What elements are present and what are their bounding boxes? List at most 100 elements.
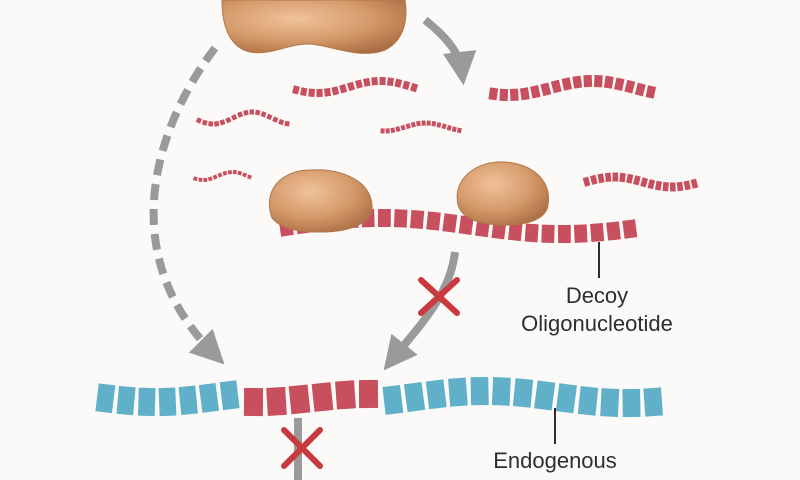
strand-segment [323,87,332,97]
strand-segment [512,378,534,408]
strand-segment [266,386,287,416]
strand-segment [371,76,379,86]
strand-segment [573,224,588,243]
strand-segment [193,176,198,182]
strand-segment [425,379,447,410]
strand-segment [260,111,267,118]
strand-segment [203,177,208,183]
strand-segment [254,109,261,116]
strand-segment [237,170,243,176]
strand-segment [606,221,621,241]
strand-segment [346,81,356,92]
strand-segment [266,113,273,121]
strand-segment [195,117,203,124]
decoy-label-line2: Oligonucleotide [521,311,673,336]
strand-segment [534,380,556,411]
strand-segment [410,121,416,128]
arrow-top-right [422,16,477,86]
decoy-label: Decoy Oligonucleotide [512,282,682,338]
strand-segment [380,128,385,134]
strand-segment [405,123,411,130]
strand-segment [451,126,457,133]
strand-segment [530,85,541,99]
strand-segment [212,174,218,180]
strand-segment [519,87,530,101]
strand-segment [583,74,593,88]
decoy-oligo-4 [380,120,462,134]
protein-bound-right [456,161,549,226]
decoy-oligo-1 [291,76,419,98]
decoy-oligo-6 [582,172,699,192]
strand-segment [382,384,404,415]
strand-segment [654,180,663,191]
protein-top [221,0,407,54]
strand-segment [308,88,316,98]
strand-segment [395,126,401,133]
strand-segment [213,121,220,127]
strand-segment [409,210,425,229]
strand-layer [95,74,699,418]
strand-segment [201,119,208,126]
strand-segment [499,88,509,102]
strand-segment [669,182,676,192]
strand-segment [288,384,311,415]
strand-segment [242,172,248,178]
strand-segment [508,221,523,242]
strand-segment [219,380,240,411]
block-mark-middle [418,277,460,316]
dashed-arrow-left [149,45,225,365]
strand-segment [222,170,228,176]
strand-segment [291,85,300,95]
strand-segment [470,376,489,406]
strand-segment [316,88,323,98]
strand-segment [377,208,391,228]
strand-segment [633,175,641,186]
strand-segment [249,109,255,115]
strand-segment [394,78,403,88]
strand-segment [178,385,198,416]
strand-segment [208,121,214,127]
strand-segment [243,109,249,116]
strand-segment [231,114,238,121]
strand-segment [683,180,691,191]
strand-segment [207,176,213,182]
endogenous-strand-right [382,376,664,418]
strand-segment [385,128,390,134]
strand-segment [626,173,634,184]
strand-segment [619,172,626,183]
strand-segment [643,387,664,417]
strand-segment [198,177,203,183]
strand-segment [457,127,462,134]
endogenous-label: Endogenous [493,448,617,473]
strand-segment [676,181,684,192]
strand-segment [116,385,136,416]
strand-segment [557,224,571,244]
strand-segment [158,387,177,417]
strand-segment [458,215,474,235]
arrow-middle [383,251,459,371]
strand-segment [278,118,285,126]
strand-segment [634,82,646,97]
strand-segment [540,82,552,97]
strand-segment [300,87,308,97]
strand-segment [645,85,657,99]
strand-segment [488,87,499,101]
strand-segment [624,79,636,94]
strand-segment [225,116,232,124]
strand-segment [555,383,577,414]
strand-segment [426,211,441,231]
strand-segment [446,124,452,131]
strand-segment [217,172,223,178]
decoy-oligo-3 [195,109,290,127]
strand-segment [198,382,220,413]
strand-segment [448,377,468,407]
strand-segment [612,172,619,182]
strand-segment [442,213,458,233]
strand-segment [509,88,519,102]
strand-segment [335,380,356,410]
strand-segment [436,121,442,128]
strand-segment [647,179,656,190]
strand-segment [589,223,605,242]
strand-segment [590,174,598,185]
strand-segment [354,79,363,89]
